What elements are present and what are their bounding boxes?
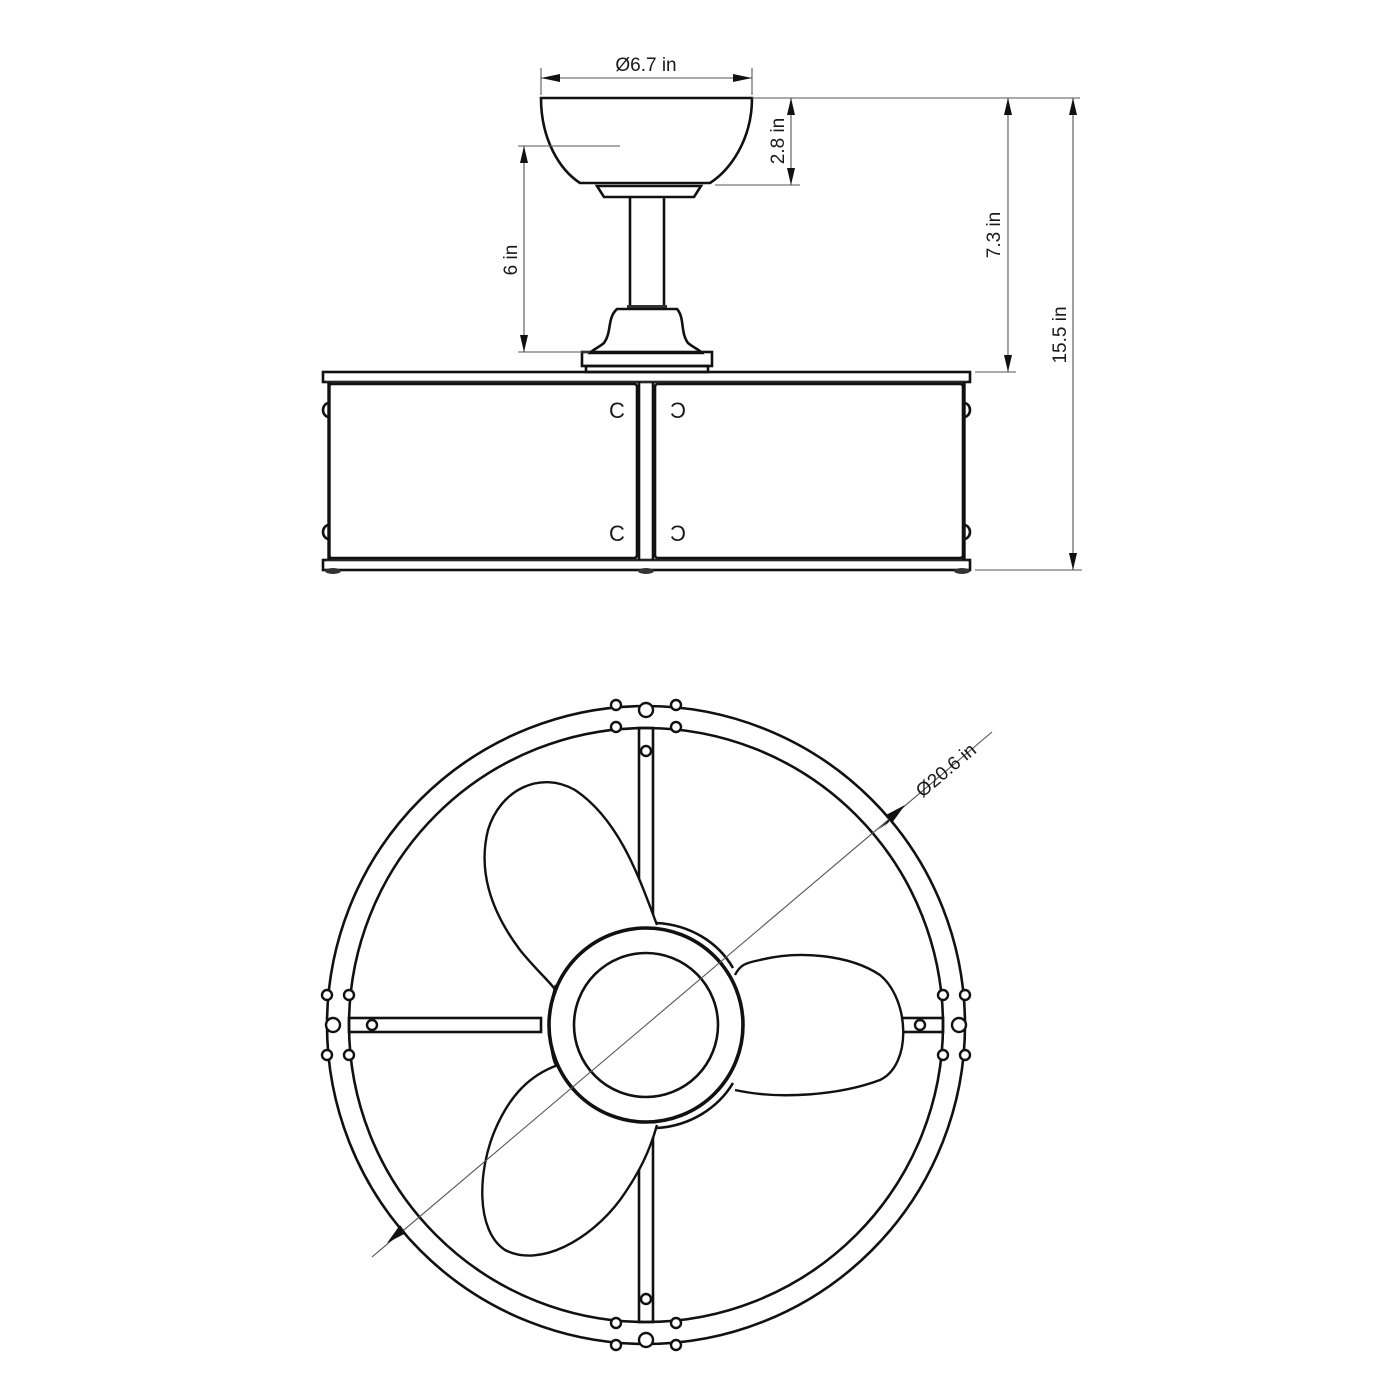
downrod: [627, 197, 667, 309]
motor-housing: [580, 307, 714, 374]
cage-bolts: [320, 698, 972, 1352]
side-view: C C C C Ø6.7 in 2.8 in: [321, 55, 1082, 574]
dim-ceiling-to-cage: 7.3 in: [975, 98, 1016, 373]
dim-canopy-height: 2.8 in: [715, 97, 1080, 186]
dim-downrod: 6 in: [501, 145, 620, 353]
cage-side: C C C C: [321, 370, 972, 574]
svg-text:C: C: [609, 398, 625, 423]
ceiling-to-cage-label: 7.3 in: [984, 212, 1005, 258]
dim-canopy-diameter: Ø6.7 in: [540, 55, 753, 95]
bottom-view: Ø20.6 in: [320, 698, 993, 1352]
cage-diameter-label: Ø20.6 in: [912, 740, 981, 802]
svg-text:C: C: [609, 521, 625, 546]
downrod-length-label: 6 in: [501, 245, 522, 276]
canopy: [539, 96, 754, 199]
canopy-height-label: 2.8 in: [768, 118, 789, 164]
dim-overall-height: 15.5 in: [975, 98, 1082, 571]
overall-height-label: 15.5 in: [1050, 306, 1071, 363]
svg-text:C: C: [670, 521, 686, 546]
svg-text:C: C: [670, 398, 686, 423]
canopy-diameter-label: Ø6.7 in: [615, 55, 676, 76]
